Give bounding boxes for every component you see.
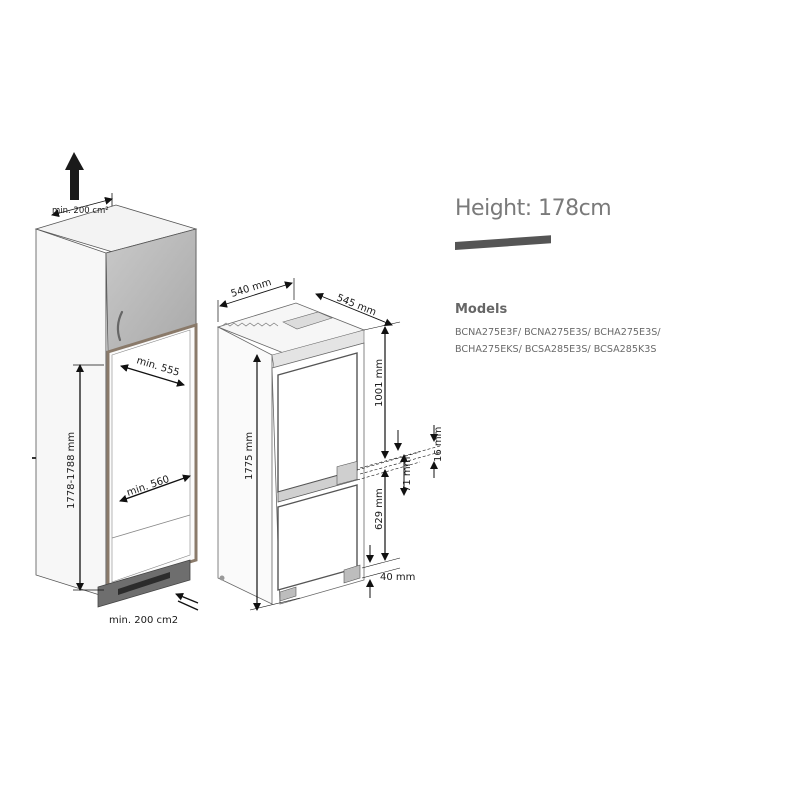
models-line-1: BCNA275E3F/ BCNA275E3S/ BCHA275E3S/ [455, 327, 661, 338]
vent-top-label: min. 200 cm² [52, 206, 109, 216]
bottom-gap-label: 40 mm [380, 572, 415, 583]
upper-door-label: 1001 mm [374, 359, 385, 407]
models-line-2: BCHA275EKS/ BCSA285E3S/ BCSA285K3S [455, 344, 657, 355]
gap-label: 16 mm [433, 427, 444, 462]
middle-label: 71 mm [402, 457, 413, 492]
fridge-depth-label: 545 mm [335, 293, 378, 319]
cabinet-illustration [32, 152, 199, 611]
fridge-illustration [216, 278, 441, 611]
lower-door-label: 629 mm [374, 488, 385, 530]
models-list: BCNA275E3F/ BCNA275E3S/ BCHA275E3S/ BCHA… [455, 324, 785, 358]
product-info: Height: 178cm Models BCNA275E3F/ BCNA275… [455, 196, 785, 355]
cabinet-height-label: 1778-1788 mm [66, 432, 77, 509]
fridge-height-label: 1775 mm [244, 432, 255, 480]
models-heading: Models [455, 302, 508, 317]
vent-bottom-label: min. 200 cm2 [109, 615, 178, 626]
height-title: Height: 178cm [455, 196, 612, 221]
vent-up-arrow-icon [65, 152, 84, 200]
